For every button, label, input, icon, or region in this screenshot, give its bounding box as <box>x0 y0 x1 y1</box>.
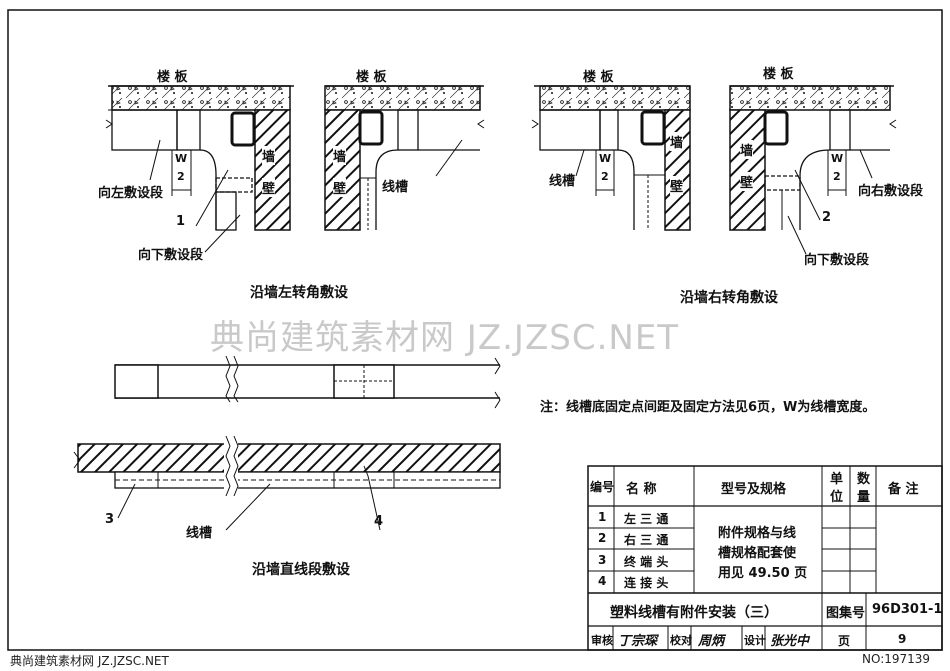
table-row-name: 右 三 通 <box>624 533 669 547</box>
spec-text: 附件规格与线 <box>718 526 797 541</box>
note-text: 注：线槽底固定点间距及固定方法见6页，W为线槽宽度。 <box>540 400 876 415</box>
footer-site: 典尚建筑素材网 JZ.JZSC.NET <box>10 654 169 668</box>
down-segment-label: 向下敷设段 <box>804 253 870 268</box>
left-corner-view-a <box>105 85 294 253</box>
atlas-label: 图集号 <box>826 606 866 621</box>
col-header-qty: 量 <box>857 490 871 505</box>
spec-text: 用见 49.50 页 <box>718 566 808 581</box>
col-header-spec: 型号及规格 <box>721 482 787 497</box>
straight-run-caption: 沿墙直线段敷设 <box>252 562 350 578</box>
table-row-no: 1 <box>598 510 607 524</box>
page-label: 页 <box>838 634 851 648</box>
ceiling-label: 楼 板 <box>583 70 614 85</box>
left-segment-label: 向左敷设段 <box>98 186 164 201</box>
item-number-4: 4 <box>374 514 384 529</box>
right-corner-view-b <box>729 85 897 255</box>
wall <box>254 109 291 231</box>
table-row-name: 左 三 通 <box>624 512 669 526</box>
w-mark: W <box>831 152 844 165</box>
col-header-unit: 单 <box>830 472 844 487</box>
table-row-no: 3 <box>598 553 607 567</box>
wall-label: 壁 <box>740 172 754 191</box>
check-label: 校对 <box>670 634 692 647</box>
wall-label: 壁 <box>333 178 347 197</box>
col-header-no: 编号 <box>590 480 615 494</box>
w-mark-den: 2 <box>601 170 609 183</box>
col-header-unit: 位 <box>830 490 844 505</box>
design-signature: 张光中 <box>770 634 810 649</box>
table-row-name: 终 端 头 <box>624 555 669 569</box>
check-signature: 周炳 <box>698 634 725 649</box>
right-corner-view-a <box>531 85 691 231</box>
sheet-frame <box>7 9 943 651</box>
duct-label: 线槽 <box>186 526 213 541</box>
footer-id: NO:197139 <box>862 652 931 666</box>
atlas-number: 96D301-1 <box>872 602 943 617</box>
wall-label: 墙 <box>740 140 754 159</box>
left-corner-caption: 沿墙左转角敷设 <box>250 285 348 301</box>
item-number-3: 3 <box>105 512 115 527</box>
ceiling-label: 楼 板 <box>356 70 387 85</box>
drawing-title: 塑料线槽有附件安装（三） <box>610 605 778 621</box>
wall-label: 墙 <box>262 146 276 165</box>
wall-label: 墙 <box>333 146 347 165</box>
down-segment-label: 向下敷设段 <box>138 248 204 263</box>
review-label: 审核 <box>591 634 613 647</box>
duct-label: 线槽 <box>549 174 576 189</box>
table-row-no: 4 <box>598 574 607 588</box>
wall-label: 墙 <box>670 132 684 151</box>
title-block <box>587 465 943 651</box>
right-corner-caption: 沿墙右转角敷设 <box>680 290 778 306</box>
ceiling-slab <box>111 85 291 111</box>
ceiling-label: 楼 板 <box>157 70 188 85</box>
straight-run-section <box>73 435 501 531</box>
w-mark-den: 2 <box>833 170 841 183</box>
col-header-remark: 备 注 <box>888 482 919 497</box>
col-header-name: 名 称 <box>626 482 657 497</box>
spec-text: 槽规格配套使 <box>718 546 797 561</box>
w-mark: W <box>175 152 188 165</box>
table-row-name: 连 接 头 <box>624 576 669 590</box>
wall-label: 壁 <box>262 178 276 197</box>
w-mark: W <box>599 152 612 165</box>
wall-label: 壁 <box>670 176 684 195</box>
left-corner-view-b <box>324 85 485 231</box>
review-signature: 丁宗琛 <box>618 634 658 649</box>
right-segment-label: 向右敷设段 <box>858 184 924 199</box>
page-number: 9 <box>898 632 907 646</box>
straight-run-plan <box>114 355 501 409</box>
table-row-no: 2 <box>598 531 607 545</box>
item-number-1: 1 <box>176 214 186 229</box>
duct-label: 线槽 <box>382 180 409 195</box>
design-label: 设计 <box>744 634 766 647</box>
ceiling-label: 楼 板 <box>763 67 794 82</box>
item-number-2: 2 <box>822 210 832 225</box>
w-mark-den: 2 <box>177 170 185 183</box>
watermark-text: 典尚建筑素材网 JZ.JZSC.NET <box>210 318 680 358</box>
col-header-qty: 数 <box>857 472 871 487</box>
